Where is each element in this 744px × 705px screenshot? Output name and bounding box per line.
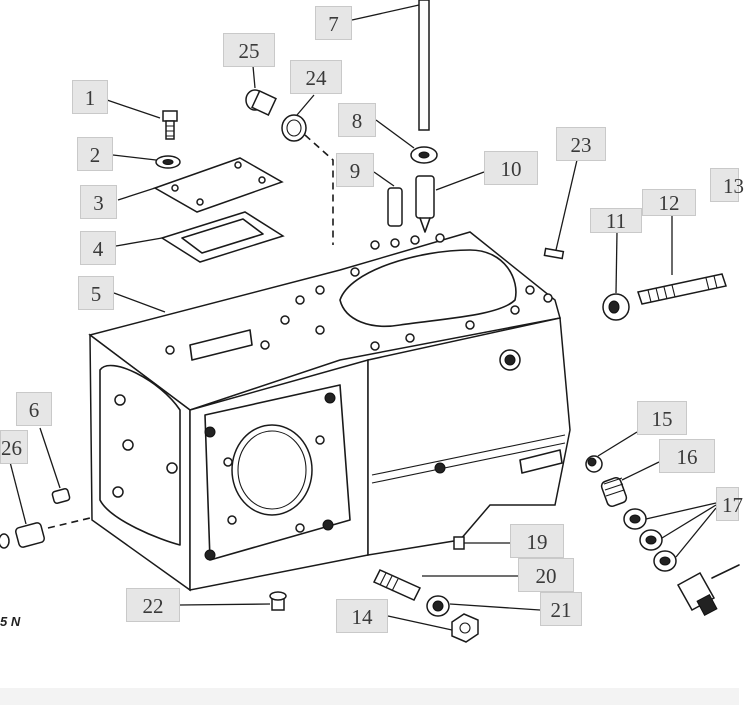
part-nut-14 <box>451 613 479 643</box>
part-bushing-26 <box>0 522 45 549</box>
callout-3: 3 <box>80 185 117 219</box>
leader-lines <box>9 4 717 631</box>
callout-21: 21 <box>540 592 582 626</box>
callout-24: 24 <box>290 60 342 94</box>
callout-17: 17 <box>716 487 743 521</box>
part-washers-17 <box>623 508 677 572</box>
callout-9: 9 <box>336 153 374 187</box>
callout-7: 7 <box>315 6 352 40</box>
figure-code-label: 5 N <box>0 614 21 629</box>
callout-11: 11 <box>590 208 642 233</box>
part-washer-8 <box>410 146 438 164</box>
callout-16: 16 <box>659 439 715 473</box>
assembly-line-26 <box>47 517 91 529</box>
part-stud-12 <box>637 273 727 305</box>
callout-10: 10 <box>484 151 538 185</box>
callout-2: 2 <box>77 137 113 171</box>
part-plug-15 <box>585 455 603 473</box>
callout-1: 1 <box>72 80 108 114</box>
callout-14: 14 <box>336 599 388 633</box>
part-washer-21 <box>426 595 450 617</box>
callout-23: 23 <box>556 127 606 161</box>
footer-strip <box>0 688 739 705</box>
part-fitting-19 <box>453 536 465 550</box>
callout-13: 13 <box>710 168 744 202</box>
part-washer-2 <box>155 155 181 169</box>
part-spring-16 <box>600 477 628 507</box>
part-cap-screw-1 <box>162 110 178 140</box>
part-o-ring-24 <box>281 114 307 142</box>
part-switch-18 <box>676 564 740 617</box>
part-cover-3 <box>153 157 284 213</box>
callout-20: 20 <box>518 558 574 592</box>
part-pin-6 <box>51 488 71 504</box>
part-plug-25 <box>245 89 277 116</box>
part-sleeve-10 <box>415 175 435 233</box>
callout-26: 26 <box>0 430 28 464</box>
callout-6: 6 <box>16 392 52 426</box>
part-pin-9 <box>387 187 403 227</box>
callout-4: 4 <box>80 231 116 265</box>
callout-15: 15 <box>637 401 687 435</box>
part-nut-11 <box>602 293 630 321</box>
callout-12: 12 <box>642 189 696 216</box>
callout-19: 19 <box>510 524 564 558</box>
callout-5: 5 <box>78 276 114 310</box>
part-plug-22 <box>269 591 287 611</box>
part-stud-20 <box>372 569 422 601</box>
callout-25: 25 <box>223 33 275 67</box>
part-gasket-4 <box>160 211 285 263</box>
assembly-line-24 <box>304 134 334 245</box>
transmission-housing <box>88 231 571 592</box>
callout-8: 8 <box>338 103 376 137</box>
part-shift-rod-7 <box>418 0 430 131</box>
callout-22: 22 <box>126 588 180 622</box>
part-dowel-23 <box>543 247 565 260</box>
